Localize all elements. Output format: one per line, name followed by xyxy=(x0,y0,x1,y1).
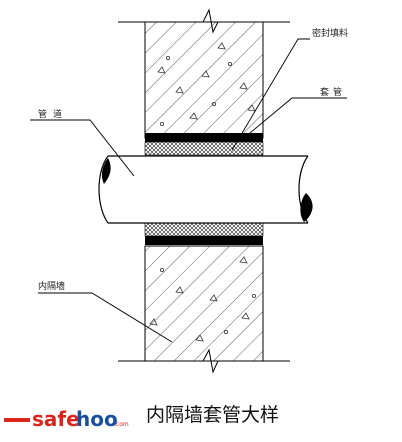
label-pipe: 管道 xyxy=(38,108,68,120)
sleeve-upper-band xyxy=(145,133,263,142)
label-sleeve: 套管 xyxy=(320,86,346,98)
break-line-bottom xyxy=(118,348,290,374)
svg-text:.com: .com xyxy=(114,421,129,428)
wall-lower xyxy=(144,245,264,362)
sealant-lower xyxy=(144,222,264,237)
diagram-caption: 内隔墙套管大样 xyxy=(146,404,279,426)
aggregate-marks-upper xyxy=(157,42,256,127)
label-sealant: 密封填料 xyxy=(312,27,348,39)
watermark-logo: safe hoo .com xyxy=(4,407,129,431)
sleeve-lower-band xyxy=(145,236,263,245)
break-line-top xyxy=(118,8,290,34)
sealant-upper xyxy=(144,141,264,156)
svg-text:hoo: hoo xyxy=(76,407,118,431)
leader-lines xyxy=(30,38,347,343)
wall-upper xyxy=(144,21,264,139)
aggregate-marks-lower xyxy=(149,256,256,342)
svg-text:safe: safe xyxy=(32,407,80,431)
pipe xyxy=(98,155,313,224)
label-inner-wall: 内隔墙 xyxy=(38,280,65,292)
